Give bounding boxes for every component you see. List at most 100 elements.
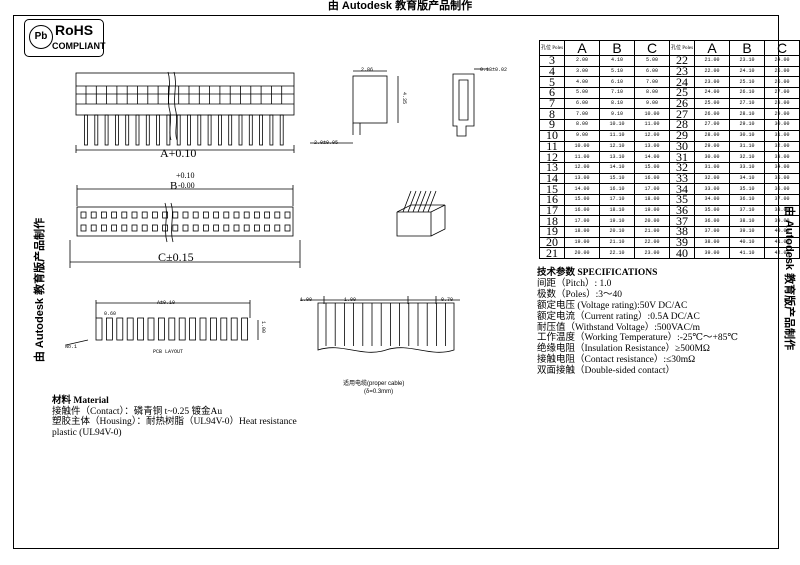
table-cell-b: 34.10 <box>729 172 765 185</box>
pcb-pad <box>241 317 249 341</box>
table-cell-a: 11.00 <box>564 151 600 163</box>
table-cell-c: 9.00 <box>634 97 670 110</box>
table-cell-c: 10.00 <box>634 108 670 121</box>
table-cell-c: 13.00 <box>634 140 670 153</box>
table-cell-b: 7.10 <box>599 87 635 99</box>
cable-right-label: 0.70 <box>441 297 454 303</box>
table-cell-b: 20.10 <box>599 226 635 238</box>
pcb-pad <box>147 317 155 341</box>
pcb-pad <box>106 317 113 341</box>
front-pin <box>156 114 161 146</box>
table-cell-c: 8.00 <box>634 87 670 99</box>
top-contact-lower <box>111 224 117 232</box>
cable-thickness: (δ=0.3mm) <box>364 389 394 395</box>
table-cell-b: 21.10 <box>599 236 635 249</box>
table-cell-b: 28.10 <box>729 108 765 121</box>
table-cell-a: 28.00 <box>694 129 730 142</box>
table-cell-a: 14.00 <box>564 183 600 195</box>
table-cell-c: 26.00 <box>764 76 800 89</box>
table-cell-a: 2.00 <box>564 55 600 67</box>
spec-line: 绝缘电阻（Insulation Resistance）≥500MΩ <box>537 344 710 355</box>
table-cell-c: 39.00 <box>764 215 800 227</box>
table-cell-b: 24.10 <box>729 65 765 78</box>
table-header-b: B <box>599 40 635 56</box>
table-cell-a: 17.00 <box>564 215 600 227</box>
top-contact-lower <box>253 224 260 232</box>
side-view-housing <box>352 75 388 124</box>
table-header-a: A <box>564 40 600 56</box>
table-cell-a: 4.00 <box>564 76 600 89</box>
table-cell-a: 6.00 <box>564 97 600 110</box>
table-cell-a: 36.00 <box>694 215 730 227</box>
material-line: 接触件（Contact）：磷青铜 t~0.25 镀金Au <box>52 406 223 417</box>
table-cell-c: 37.00 <box>764 193 800 206</box>
table-cell-a: 22.00 <box>694 65 730 78</box>
cable-caption: 适用电缆(proper cable) <box>343 381 405 387</box>
table-cell-a: 24.00 <box>694 87 730 99</box>
table-header-a: A <box>694 40 730 56</box>
table-cell-c: 32.00 <box>764 140 800 153</box>
top-contact-lower <box>274 224 281 232</box>
table-cell-c: 22.00 <box>634 236 670 249</box>
profile-dim-label: 0.18±0.02 <box>480 67 508 73</box>
table-cell-c: 7.00 <box>634 76 670 89</box>
table-cell-b: 38.10 <box>729 215 765 227</box>
top-contact-lower <box>151 224 158 232</box>
table-cell-c: 38.00 <box>764 204 800 217</box>
table-cell-c: 34.00 <box>764 161 800 174</box>
profile-view <box>452 73 475 137</box>
front-pin <box>176 114 181 146</box>
top-contact-upper <box>172 211 179 219</box>
table-cell-b: 14.10 <box>599 161 635 174</box>
top-contact-upper <box>101 211 107 219</box>
table-cell-b: 30.10 <box>729 129 765 142</box>
table-cell-c: 27.00 <box>764 87 800 99</box>
front-pin <box>279 114 284 146</box>
table-cell-c: 12.00 <box>634 129 670 142</box>
table-cell-a: 8.00 <box>564 119 600 131</box>
top-contact-lower <box>131 224 138 232</box>
table-header-c: C <box>634 40 670 56</box>
table-cell-c: 31.00 <box>764 129 800 142</box>
table-cell-b: 17.10 <box>599 193 635 206</box>
table-cell-poles: 40 <box>669 247 695 260</box>
table-cell-c: 35.00 <box>764 172 800 185</box>
table-cell-c: 30.00 <box>764 119 800 131</box>
front-pin <box>259 114 264 146</box>
table-cell-b: 13.10 <box>599 151 635 163</box>
table-cell-b: 36.10 <box>729 193 765 206</box>
side-width-label: 2.86 <box>361 67 374 73</box>
top-contact-lower <box>162 224 169 232</box>
front-pin <box>135 114 140 146</box>
top-contact-upper <box>162 211 169 219</box>
material-block: 材料 Material 接触件（Contact）：磷青铜 t~0.25 镀金Au… <box>52 396 312 438</box>
front-pin <box>94 114 99 146</box>
table-cell-b: 16.10 <box>599 183 635 195</box>
table-cell-b: 6.10 <box>599 76 635 89</box>
pcb-height-label: 1.00 <box>260 320 267 334</box>
table-cell-c: 17.00 <box>634 183 670 195</box>
table-cell-a: 35.00 <box>694 204 730 217</box>
spec-line: 极数（Poles）:3～40 <box>537 289 622 300</box>
table-cell-a: 19.00 <box>564 236 600 249</box>
table-cell-c: 42.00 <box>764 247 800 260</box>
top-contact-lower <box>141 224 148 232</box>
front-pin <box>84 114 88 146</box>
front-pin <box>115 114 119 146</box>
front-pin <box>207 114 212 146</box>
side-offset-label: 2.0±0.05 <box>314 140 339 146</box>
table-cell-c: 11.00 <box>634 119 670 131</box>
top-contact-lower <box>172 224 179 232</box>
front-pin <box>145 114 150 146</box>
top-contact-upper <box>284 211 291 219</box>
pcb-pad <box>178 317 186 341</box>
